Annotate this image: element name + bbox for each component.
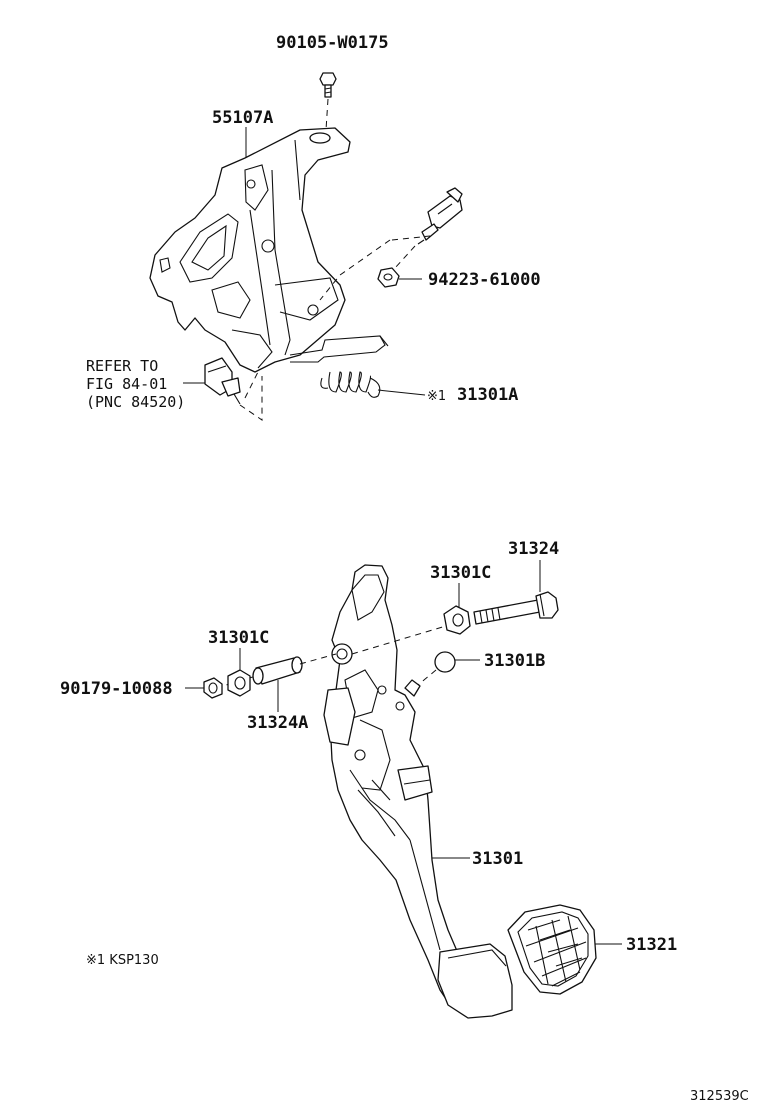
footnote-ksp130: ※1 KSP130	[86, 953, 159, 968]
drawing-number: 312539C	[690, 1089, 749, 1104]
label-31324a: 31324A	[247, 713, 308, 733]
spring-31301a[interactable]	[320, 371, 381, 398]
bolt-31324[interactable]	[473, 591, 559, 625]
collar-31324a[interactable]	[252, 656, 303, 685]
spring-note-mark: ※1	[427, 389, 446, 404]
leader-lines	[183, 127, 622, 945]
label-31301: 31301	[472, 849, 523, 869]
label-31301a: 31301A	[457, 385, 518, 405]
refer-pnc-text: (PNC 84520)	[86, 393, 185, 411]
nut-94223-61000[interactable]	[377, 267, 400, 288]
label-31301b: 31301B	[484, 651, 545, 671]
switch-connector[interactable]	[204, 357, 241, 405]
label-90105-w0175: 90105-W0175	[276, 33, 389, 53]
bushing-31301c-right[interactable]	[443, 605, 471, 635]
label-31321: 31321	[626, 935, 677, 955]
bushing-31301c-left[interactable]	[227, 669, 251, 697]
label-90179-10088: 90179-10088	[60, 679, 173, 699]
pedal-pad-31321[interactable]	[507, 904, 597, 995]
bolt-90105-w0175[interactable]	[319, 72, 337, 98]
label-31301c-left: 31301C	[208, 628, 269, 648]
cushion-31301b[interactable]	[434, 651, 456, 673]
refer-to-text: REFER TO	[86, 357, 158, 375]
pedal-lever-31301[interactable]	[323, 564, 513, 1019]
refer-fig-text: FIG 84-01	[86, 375, 167, 393]
label-55107a: 55107A	[212, 108, 273, 128]
bracket-55107a[interactable]	[149, 127, 351, 373]
label-31301c-right: 31301C	[430, 563, 491, 583]
label-31324: 31324	[508, 539, 559, 559]
stop-lamp-switch[interactable]	[417, 187, 463, 245]
label-94223-61000: 94223-61000	[428, 270, 541, 290]
nut-90179-10088[interactable]	[203, 677, 223, 699]
